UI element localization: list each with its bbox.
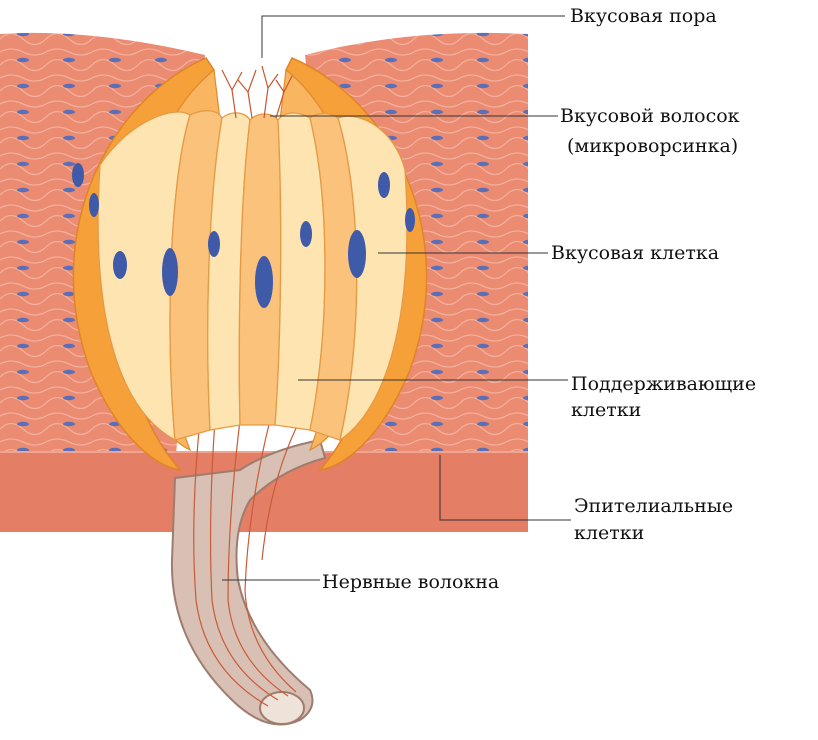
label-supporting-cells: Поддерживающие — [571, 373, 757, 395]
leader-lines — [222, 15, 571, 581]
nucleus — [89, 193, 99, 217]
nucleus — [348, 230, 366, 278]
nerve-cross-section — [259, 691, 305, 725]
label-taste-pore: Вкусовая пора — [570, 5, 717, 27]
label-taste-cell: Вкусовая клетка — [551, 242, 720, 264]
taste-microvilli — [221, 65, 293, 119]
label-taste-hair: Вкусовой волосок — [560, 105, 740, 127]
nucleus — [300, 221, 312, 247]
nucleus — [113, 251, 127, 279]
label-epithelial-cells-line2: клетки — [574, 522, 645, 544]
nucleus — [378, 172, 390, 198]
label-supporting-cells-line2: клетки — [571, 399, 642, 421]
label-nerve-fibers: Нервные волокна — [322, 571, 500, 593]
nucleus — [208, 231, 220, 257]
cell-nuclei — [72, 163, 415, 308]
nucleus — [72, 163, 84, 187]
leader-epithelial-cells — [439, 455, 571, 521]
label-epithelial-cells: Эпителиальные — [574, 495, 734, 517]
nucleus — [405, 208, 415, 232]
label-taste-hair-note: (микроворсинка) — [567, 135, 739, 157]
leader-taste-pore — [261, 15, 565, 58]
nerve-bundle — [170, 419, 327, 726]
nucleus — [162, 248, 178, 296]
nerve-fibers — [193, 419, 301, 707]
nucleus — [255, 256, 273, 308]
inner-cells — [97, 110, 408, 442]
